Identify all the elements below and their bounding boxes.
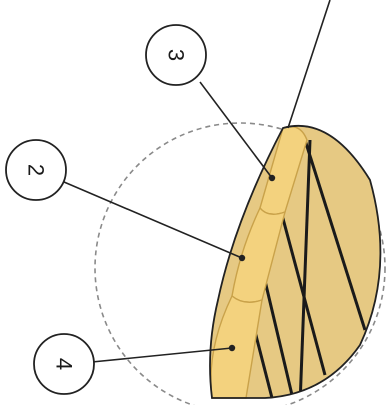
callout-3-label: 3 bbox=[164, 49, 189, 61]
anchor-dot-3 bbox=[269, 175, 275, 181]
callout-2: 2 bbox=[6, 140, 66, 200]
leader-3 bbox=[200, 82, 272, 178]
leader-2 bbox=[64, 182, 242, 258]
callout-3: 3 bbox=[146, 25, 206, 85]
callout-4-label: 4 bbox=[52, 358, 77, 370]
callout-4: 4 bbox=[34, 334, 94, 394]
callout-2-label: 2 bbox=[24, 164, 49, 176]
anchor-dot-4 bbox=[229, 345, 235, 351]
anchor-dot-2 bbox=[239, 255, 245, 261]
leader-top bbox=[288, 0, 330, 128]
